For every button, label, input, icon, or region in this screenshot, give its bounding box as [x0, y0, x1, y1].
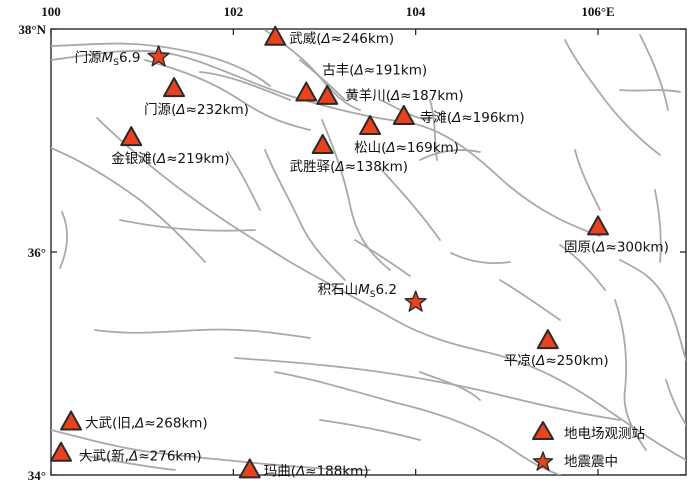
- station-label: 大武(新,Δ≈276km): [79, 449, 202, 465]
- station-menyuan: 门源(Δ≈232km): [144, 77, 249, 118]
- station-label: 固原(Δ≈300km): [564, 239, 669, 255]
- epicenter-jishishan-eq: 积石山MS6.2: [318, 282, 427, 312]
- station-marker-icon: [316, 84, 339, 105]
- station-label: 武威(Δ≈246km): [289, 31, 394, 47]
- station-jinyintan: 金银滩(Δ≈219km): [111, 126, 230, 167]
- station-gufeng: 古丰(Δ≈191km): [295, 63, 427, 102]
- station-wuwei: 武威(Δ≈246km): [264, 25, 394, 47]
- station-marker-icon: [264, 25, 287, 46]
- x-tick-label: 104: [406, 4, 426, 19]
- station-marker-icon: [238, 458, 261, 479]
- epicenter-star-icon: [147, 45, 170, 67]
- epicenter-star-icon: [404, 290, 427, 312]
- latitude-axis: 38°N 36° 34°: [18, 22, 686, 483]
- station-label: 古丰(Δ≈191km): [322, 63, 427, 79]
- station-marker-icon: [359, 115, 382, 136]
- station-marker-icon: [392, 104, 415, 125]
- epicenter-label: 门源MS6.9: [75, 50, 141, 68]
- longitude-axis: 100 102 104 106°E: [41, 4, 615, 475]
- x-tick-label: 100: [41, 4, 61, 19]
- station-label: 松山(Δ≈169km): [354, 140, 459, 156]
- map-frame: [50, 28, 687, 476]
- station-dawu-new: 大武(新,Δ≈276km): [50, 441, 202, 465]
- legend-station-label: 地电场观测站: [564, 426, 645, 442]
- y-tick-label: 38°N: [18, 22, 46, 37]
- station-wushengyi: 武胜驿(Δ≈138km): [290, 133, 408, 175]
- station-marker-icon: [587, 215, 609, 236]
- legend-epicenter-label: 地震震中: [564, 454, 618, 470]
- fault-lines: [51, 29, 686, 475]
- station-layer: 武威(Δ≈246km) 古丰(Δ≈191km) 黄羊川(Δ≈187km) 门源(Δ≈2…: [50, 25, 669, 479]
- station-label: 金银滩(Δ≈219km): [111, 151, 229, 167]
- station-label: 大武(旧,Δ≈268km): [85, 415, 208, 431]
- station-label: 武胜驿(Δ≈138km): [290, 159, 408, 175]
- legend-station-icon: [532, 421, 554, 440]
- epicenter-label: 积石山MS6.2: [318, 282, 397, 300]
- x-tick-label: 106°E: [581, 4, 614, 19]
- map-legend: 地电场观测站 地震震中: [532, 421, 645, 471]
- station-label: 寺滩(Δ≈196km): [420, 110, 525, 126]
- station-marker-icon: [311, 133, 334, 154]
- station-sitan: 寺滩(Δ≈196km): [392, 104, 525, 126]
- epicenter-menyuan-eq: 门源MS6.9: [75, 45, 170, 68]
- station-label: 平凉(Δ≈250km): [504, 353, 609, 369]
- y-tick-label: 36°: [28, 245, 46, 260]
- station-marker-icon: [120, 126, 143, 147]
- station-marker-icon: [536, 329, 559, 350]
- station-label: 门源(Δ≈232km): [144, 102, 249, 118]
- legend-epicenter-icon: [532, 451, 554, 471]
- station-maqu: 玛曲(Δ≈188km): [238, 458, 369, 479]
- station-marker-icon: [60, 410, 83, 431]
- station-label: 黄羊川(Δ≈187km): [345, 88, 463, 104]
- station-marker-icon: [163, 77, 186, 98]
- station-guyuan: 固原(Δ≈300km): [564, 215, 669, 255]
- epicenter-layer: 门源MS6.9 积石山MS6.2: [75, 45, 427, 312]
- station-marker-icon: [50, 441, 73, 462]
- station-label: 玛曲(Δ≈188km): [264, 463, 369, 479]
- y-tick-label: 34°: [28, 468, 46, 483]
- x-tick-label: 102: [224, 4, 244, 19]
- station-dawu-old: 大武(旧,Δ≈268km): [60, 410, 208, 431]
- station-pingliang: 平凉(Δ≈250km): [504, 329, 609, 369]
- station-huangyangchuan: 黄羊川(Δ≈187km): [316, 84, 464, 105]
- station-songshan: 松山(Δ≈169km): [354, 115, 459, 156]
- station-marker-icon: [295, 81, 318, 102]
